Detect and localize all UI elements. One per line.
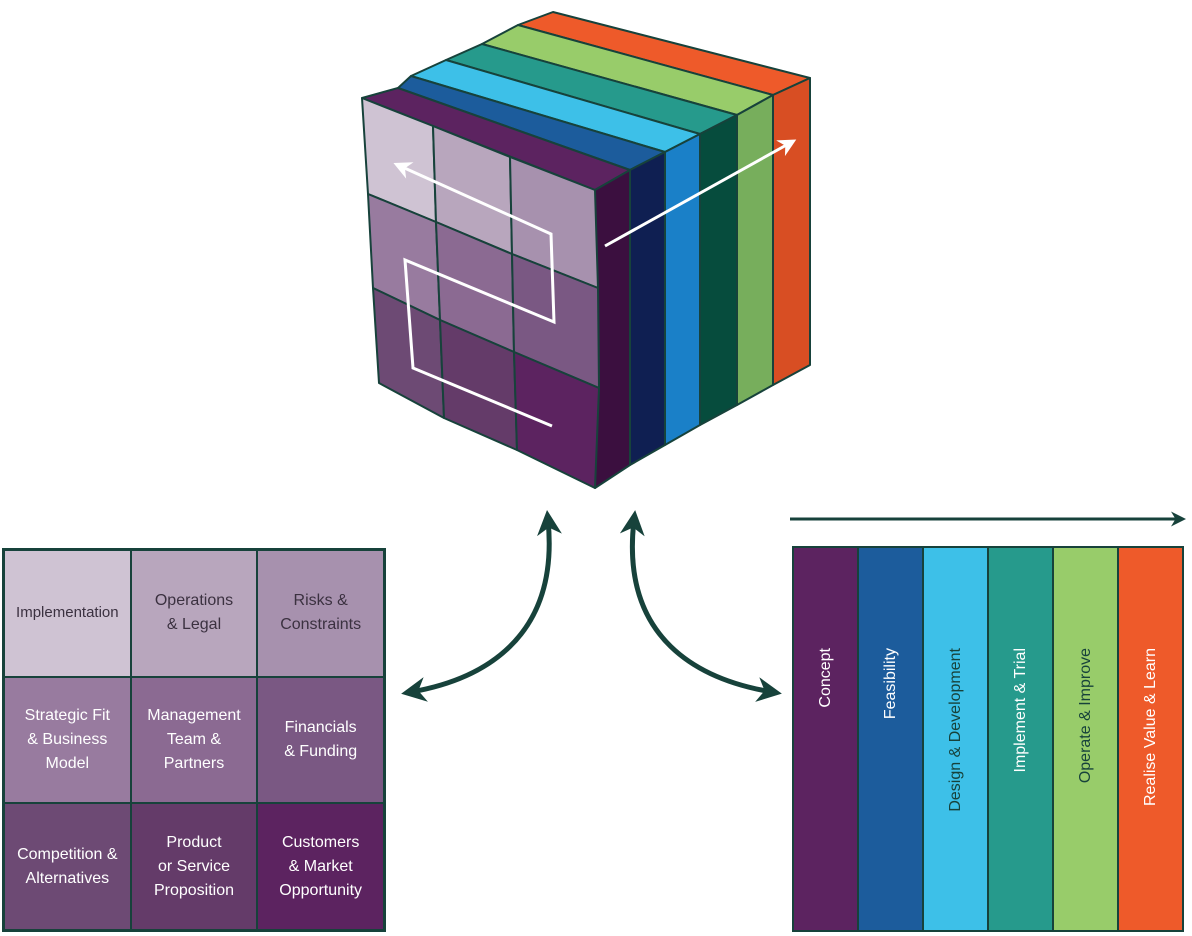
stage-realise-value: Realise Value & Learn [1117, 548, 1182, 930]
side-strip-concept [594, 169, 631, 489]
grid-cell-management-team: Management Team & Partners [130, 676, 258, 804]
grid-cell-product-proposition: Product or Service Proposition [130, 803, 258, 930]
grid-cell-competition: Competition & Alternatives [4, 803, 131, 930]
stage-label-concept: Concept [816, 648, 834, 708]
grid-cell-risks-constraints: Risks & Constraints [257, 550, 384, 677]
right-connector-arrow [619, 510, 782, 702]
side-strip-feasibility [629, 151, 666, 466]
cube-front-face [361, 97, 600, 489]
stage-label-design-development: Design & Development [946, 648, 964, 812]
grid-cell-operations-legal: Operations & Legal [130, 550, 258, 677]
cube-top-face [361, 11, 811, 191]
cube-side-face [594, 77, 811, 489]
stage-design-development: Design & Development [922, 548, 987, 930]
grid-cell-strategic-fit: Strategic Fit & Business Model [4, 676, 131, 804]
front-path-line [393, 162, 556, 428]
side-strip-design [664, 133, 701, 446]
stage-implement-trial: Implement & Trial [987, 548, 1052, 930]
grid-cell-customers-market: Customers & Market Opportunity [257, 803, 384, 930]
stage-label-feasibility: Feasibility [881, 648, 899, 720]
left-connector-arrow [401, 510, 562, 702]
stage-label-implement-trial: Implement & Trial [1011, 648, 1029, 773]
stage-feasibility: Feasibility [857, 548, 922, 930]
stage-label-realise-value: Realise Value & Learn [1141, 648, 1159, 807]
side-path-arrow [604, 139, 797, 248]
stage-operate-improve: Operate & Improve [1052, 548, 1117, 930]
grid-cell-implementation: Implementation [4, 550, 131, 677]
stage-columns: Concept Feasibility Design & Development… [792, 546, 1184, 932]
stage-concept: Concept [794, 548, 857, 930]
side-strip-implement [699, 114, 738, 426]
stage-label-operate-improve: Operate & Improve [1076, 648, 1094, 784]
side-strip-realise [772, 77, 811, 386]
grid-cell-financials-funding: Financials & Funding [257, 676, 384, 804]
side-strip-operate [736, 94, 774, 406]
assessment-grid: Implementation Operations & Legal Risks … [2, 548, 386, 932]
